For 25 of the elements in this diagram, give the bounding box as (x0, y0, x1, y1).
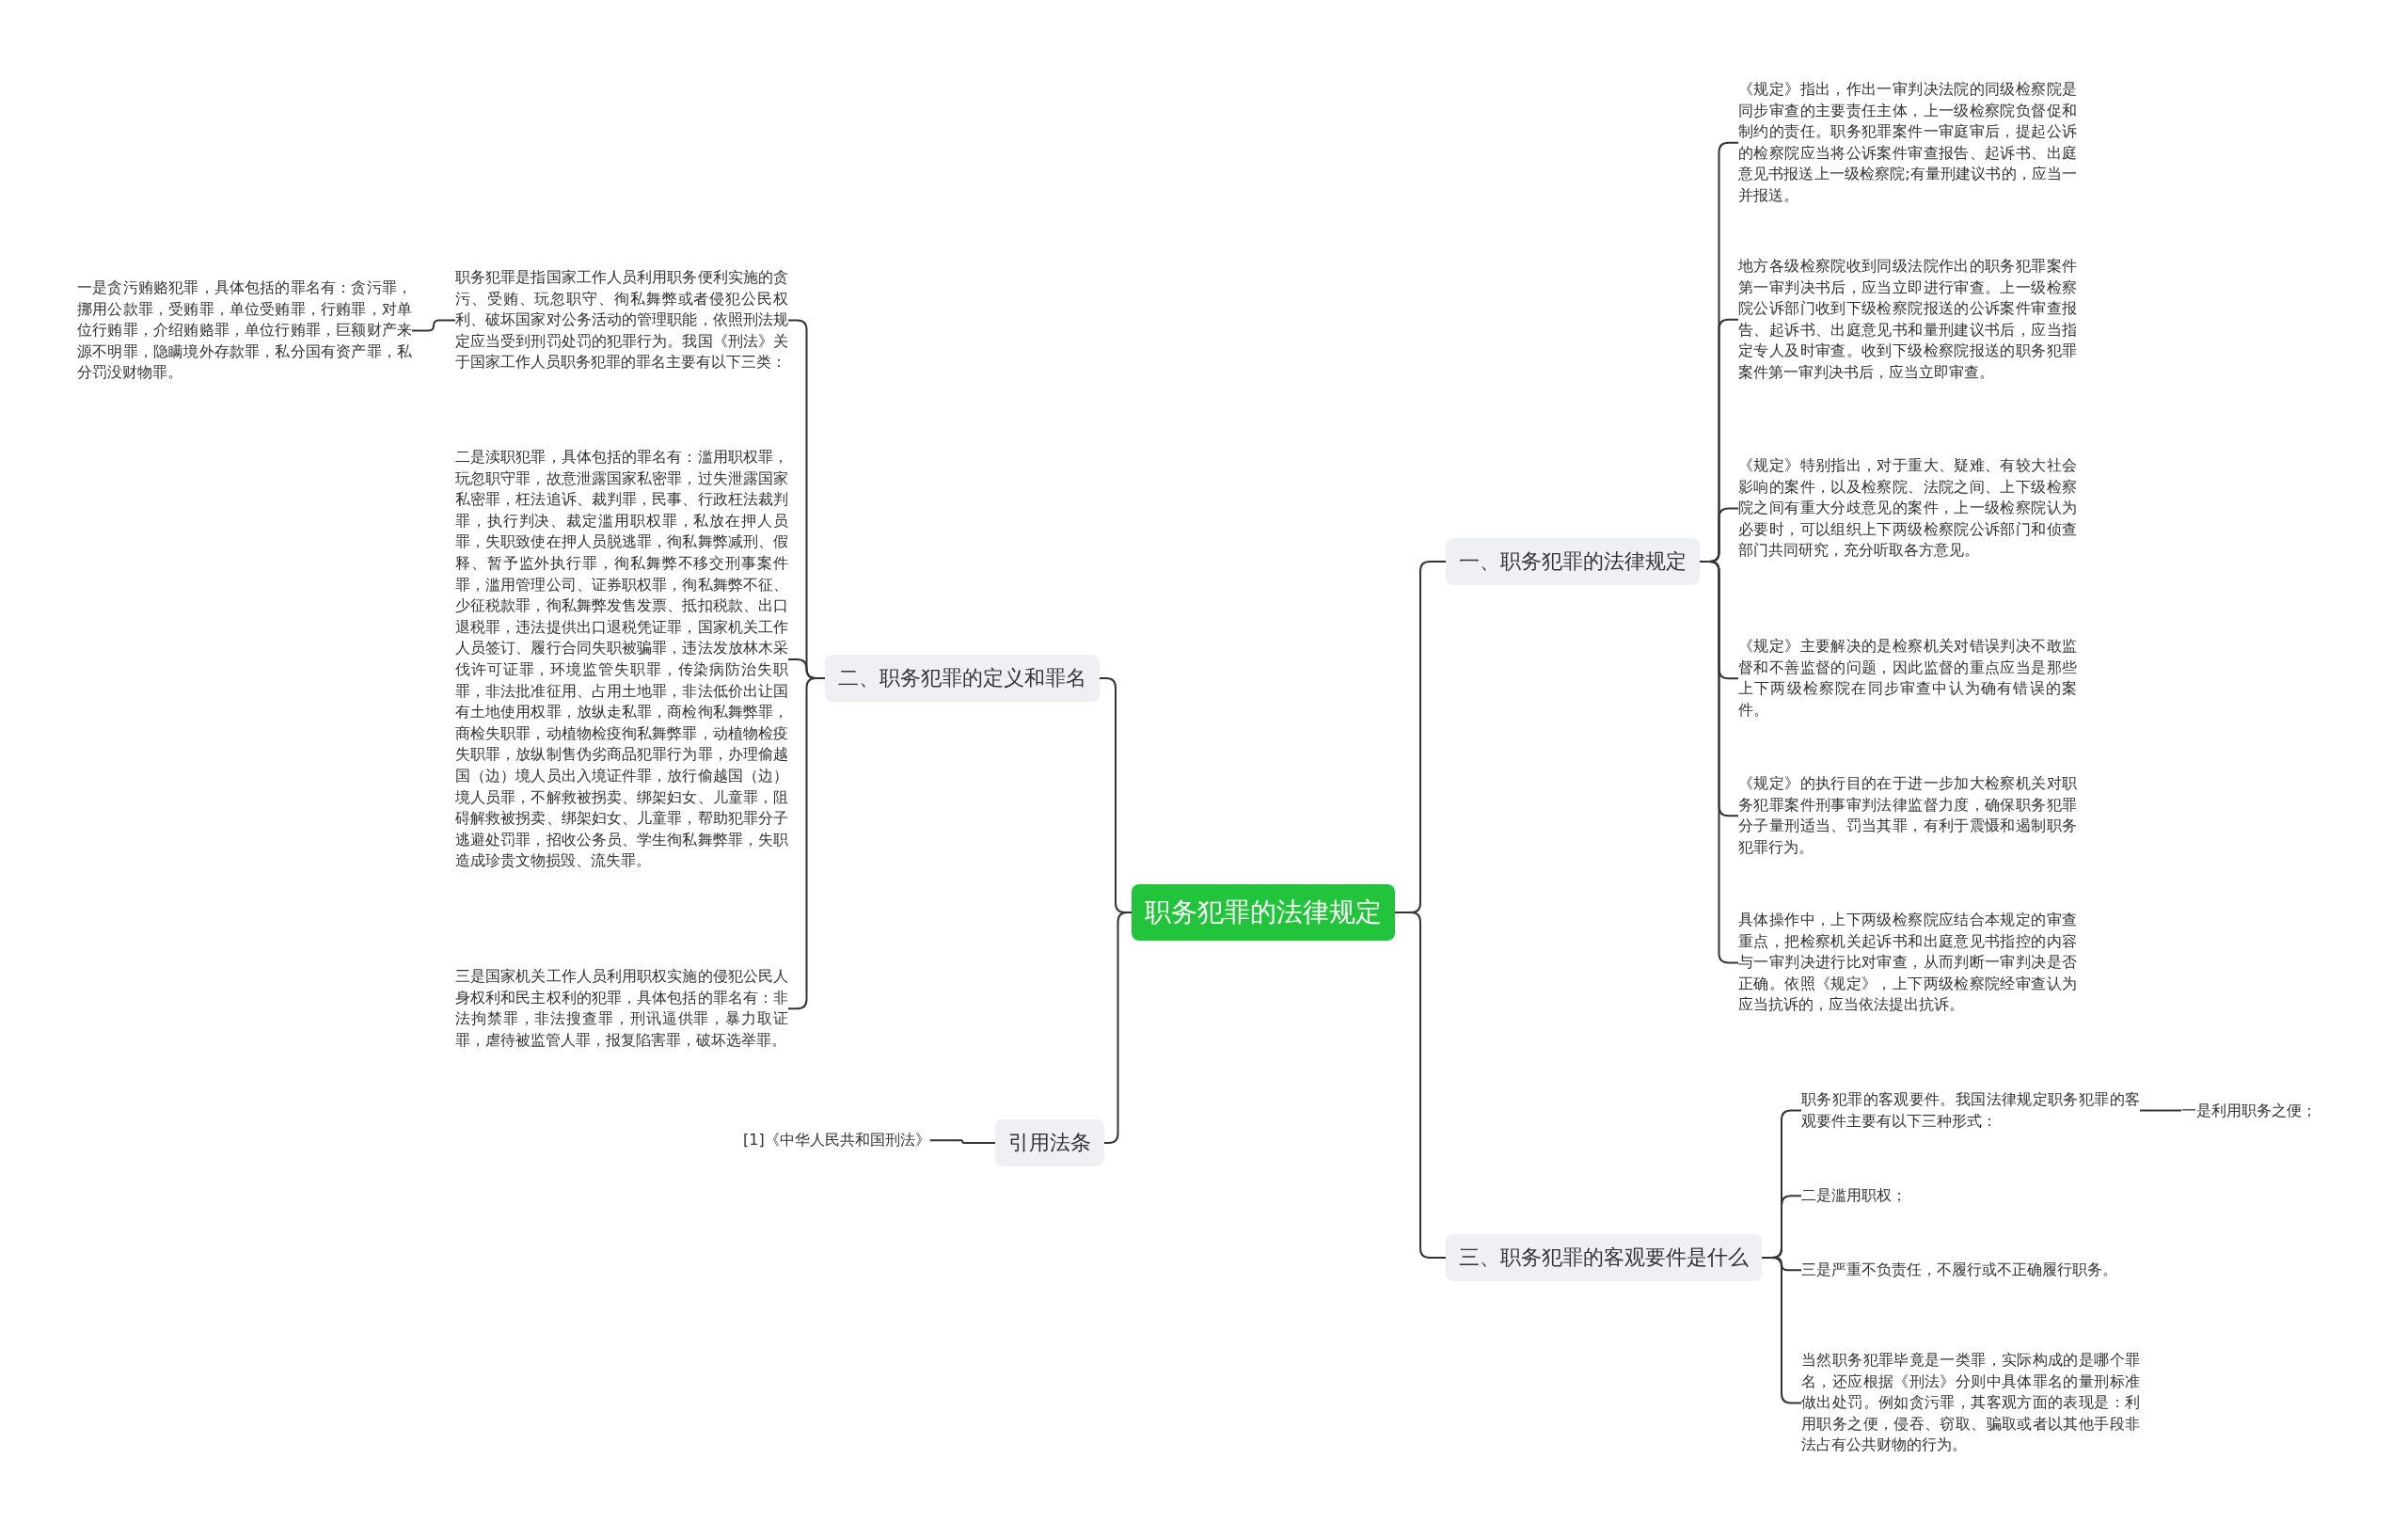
topic-text: 二是滥用职权； (1801, 1185, 2140, 1207)
topic-text: 当然职务犯罪毕竟是一类罪，实际构成的是哪个罪名，还应根据《刑法》分则中具体罪名的量刑标准做出处罚。例如贪污罪，其客观方面的表现是：利用职务之便，侵吞、窃取、骗取或者以其他手段非法占有公共财物的行为。 (1801, 1350, 2140, 1456)
topic-text: [1]《中华人民共和国刑法》 (743, 1130, 930, 1151)
branch-topic: 二、职务犯罪的定义和罪名 (825, 655, 1100, 702)
topic-text: 职务犯罪是指国家工作人员利用职务便利实施的贪污、受贿、玩忽职守、徇私舞弊或者侵犯公民权利、破坏国家对公务活动的管理职能，依照刑法规定应当受到刑罚处罚的犯罪行为。我国《刑法》关于国家工作人员职务犯罪的罪名主要有以下三类： (455, 267, 788, 373)
topic-text: 职务犯罪的客观要件。我国法律规定职务犯罪的客观要件主要有以下三种形式： (1801, 1089, 2140, 1133)
connector-line (411, 319, 456, 332)
topic-text: 《规定》主要解决的是检察机关对错误判决不敢监督和不善监督的问题，因此监督的重点应当是那些上下两级检察院在同步审查中认为确有错误的案件。 (1738, 636, 2077, 721)
connector-line (2139, 1109, 2182, 1112)
branch-topic: 一、职务犯罪的法律规定 (1446, 538, 1700, 585)
branch-topic: 引用法条 (995, 1119, 1104, 1166)
topic-text: 《规定》指出，作出一审判决法院的同级检察院是同步审查的主要责任主体，上一级检察院负督促和制约的责任。职务犯罪案件一审庭审后，提起公诉的检察院应当将公诉案件审查报告、起诉书、出庭意见书报送上一级检察院;有量刑建议书的，应当一并报送。 (1738, 79, 2077, 207)
topic-text: 《规定》特别指出，对于重大、疑难、有较大社会影响的案件，以及检察院、法院之间、上下级检察院之间有重大分歧意见的案件，上一级检察院认为必要时，可以组织上下两级检察院公诉部门和侦查部门共同研究，充分听取各方意见。 (1738, 455, 2077, 562)
connector-line (928, 1139, 996, 1144)
topic-text: 《规定》的执行目的在于进一步加大检察机关对职务犯罪案件刑事审判法律监督力度，确保职务犯罪分子量刑适当、罚当其罪，有利于震慑和遏制职务犯罪行为。 (1738, 773, 2077, 859)
topic-text: 具体操作中，上下两级检察院应结合本规定的审查重点，把检察机关起诉书和出庭意见书指控的内容与一审判决进行比对审查，从而判断一审判决是否正确。依照《规定》，上下两级检察院经审查认为应当抗诉的，应当依法提出抗诉。 (1738, 910, 2077, 1016)
topic-text: 地方各级检察院收到同级法院作出的职务犯罪案件第一审判决书后，应当立即进行审查。上一级检察院公诉部门收到下级检察院报送的公诉案件审查报告、起诉书、出庭意见书和量刑建议书后，应当指定专人及时审查。收到下级检察院报送的职务犯罪案件第一审判决书后，应当立即审查。 (1738, 256, 2077, 384)
topic-text: 二是渎职犯罪，具体包括的罪名有：滥用职权罪，玩忽职守罪，故意泄露国家私密罪，过失泄露国家私密罪，枉法追诉、裁判罪，民事、行政枉法裁判罪，执行判决、裁定滥用职权罪，私放在押人员罪，失职致使在押人员脱逃罪，徇私舞弊减刑、假释、暂予监外执行罪，徇私舞弊不移交刑事案件罪，滥用管理公司、证券职权罪，徇私舞弊不征、少征税款罪，徇私舞弊发售发票、抵扣税款、出口退税罪，违法提供出口退税凭证罪，国家机关工作人员签订、履行合同失职被骗罪，违法发放林木采伐许可证罪，环境监管失职罪，传染病防治失职罪，非法批准征用、占用土地罪，非法低价出让国有土地使用权罪，放纵走私罪，商检徇私舞弊罪，商检失职罪，动植物检疫徇私舞弊罪，动植物检疫失职罪，放纵制售伪劣商品犯罪行为罪，办理偷越国（边）境人员出入境证件罪，放行偷越国（边）境人员罪，不解救被拐卖、绑架妇女、儿童罪，阻碍解救被拐卖、绑架妇女、儿童罪，帮助犯罪分子逃避处罚罪，招收公务员、学生徇私舞弊罪，失职造成珍贵文物损毁、流失罪。 (455, 447, 788, 872)
central-topic: 职务犯罪的法律规定 (1132, 884, 1395, 941)
topic-text: 三是严重不负责任，不履行或不正确履行职务。 (1801, 1260, 2140, 1281)
topic-text: 一是贪污贿赂犯罪，具体包括的罪名有：贪污罪，挪用公款罪，受贿罪，单位受贿罪，行贿罪，对单位行贿罪，介绍贿赂罪，单位行贿罪，巨额财产来源不明罪，隐瞒境外存款罪，私分国有资产罪，私分罚没财物罪。 (77, 277, 412, 384)
connector-line (1761, 1257, 1802, 1404)
branch-topic: 三、职务犯罪的客观要件是什么 (1446, 1234, 1762, 1281)
topic-text: 一是利用职务之便； (2181, 1101, 2317, 1122)
topic-text: 三是国家机关工作人员利用职权实施的侵犯公民人身权利和民主权利的犯罪，具体包括的罪名有：非法拘禁罪，非法搜查罪，刑讯逼供罪，暴力取证罪，虐待被监管人罪，报复陷害罪，破坏选举罪。 (455, 966, 788, 1052)
